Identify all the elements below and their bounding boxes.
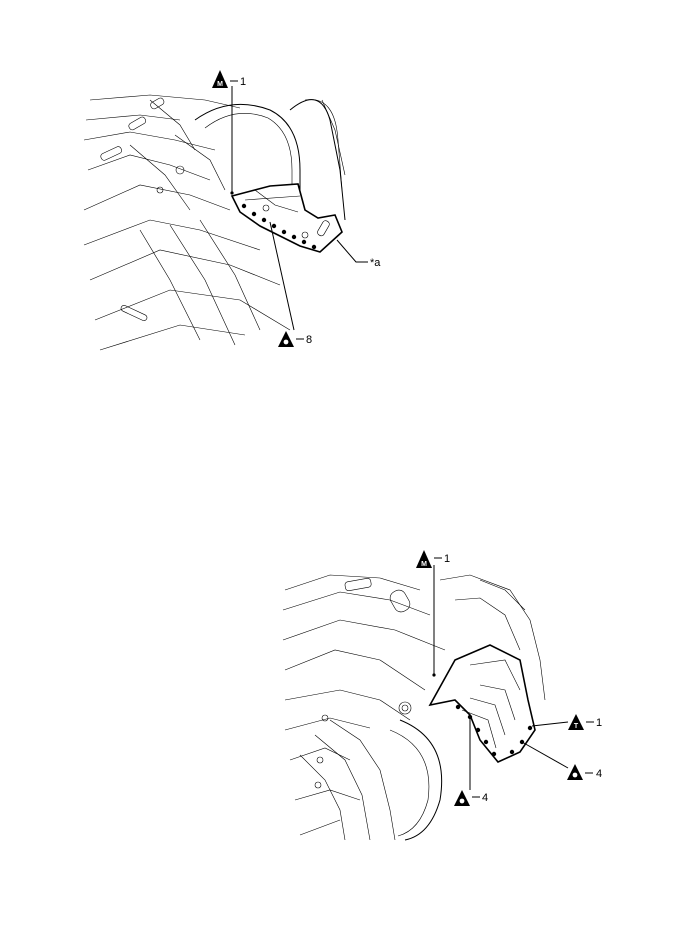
illustration-bottom: M 1 T 1 4 4: [282, 550, 602, 841]
grease-symbol-icon: M: [212, 70, 228, 88]
tape-callout-number: 1: [596, 717, 602, 729]
leader-part-top: [336, 239, 368, 263]
svg-text:T: T: [574, 723, 579, 730]
vehicle-body-structure-bottom: [282, 574, 546, 841]
clip-callout-number: 8: [306, 334, 312, 346]
fender-liner-part-bottom: [428, 644, 536, 763]
clip-symbol-icon: [278, 331, 294, 347]
svg-text:M: M: [421, 561, 427, 568]
grease-symbol-icon: M: [416, 550, 432, 568]
illustration-top: M 1 8 *a: [83, 70, 381, 351]
grease-callout-number: 1: [444, 553, 450, 565]
clip-symbol-icon: [567, 764, 583, 780]
clip-callout-number-right: 4: [596, 768, 602, 780]
leader-tape: [531, 721, 569, 727]
leader-clips-right: [521, 741, 569, 769]
fender-liner-part-top: [230, 183, 343, 253]
svg-text:M: M: [217, 81, 223, 88]
leader-dot: [230, 191, 234, 195]
vehicle-body-structure-top: [83, 94, 346, 351]
grease-callout-number: 1: [240, 76, 246, 88]
tape-symbol-icon: T: [568, 714, 584, 730]
clip-markers-top: [241, 203, 317, 250]
clip-callout-number-bottom: 4: [482, 792, 488, 804]
part-label: *a: [370, 257, 381, 269]
clip-symbol-icon: [454, 790, 470, 806]
leader-clips-top: [269, 221, 295, 331]
